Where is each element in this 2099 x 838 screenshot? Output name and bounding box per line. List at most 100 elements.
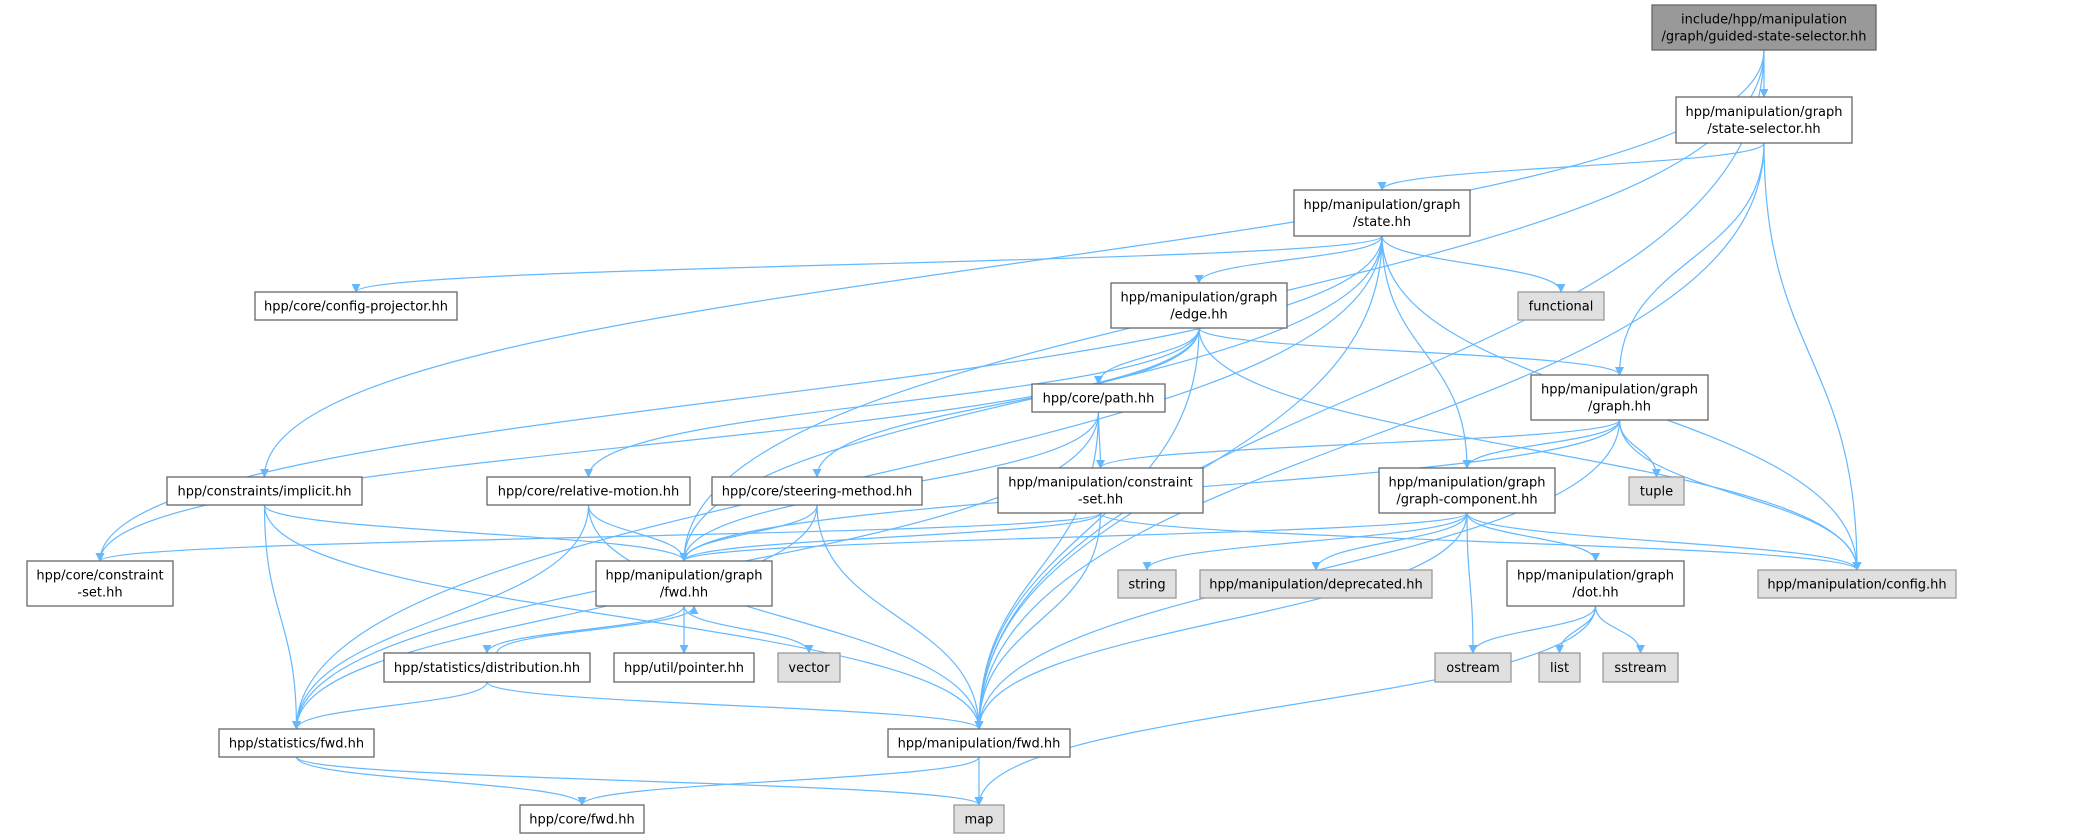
- edge-graph-fwd-to-vector: [683, 605, 814, 654]
- node-config-projector[interactable]: hpp/core/config-projector.hh: [254, 291, 458, 321]
- dependency-edge: [1618, 419, 1661, 478]
- node-box: [1293, 189, 1471, 237]
- node-graph-fwd[interactable]: hpp/manipulation/graph/fwd.hh: [595, 560, 773, 607]
- edge-graph-to-graph-component: [1462, 419, 1621, 469]
- node-label: hpp/manipulation/constraint: [1008, 476, 1192, 491]
- node-label: tuple: [1640, 485, 1673, 500]
- node-label: include/hpp/manipulation: [1681, 13, 1847, 28]
- edge-guided-to-implicit: [260, 49, 1765, 478]
- node-vector: vector: [777, 652, 841, 683]
- edge-graph-to-config: [1618, 419, 1862, 571]
- node-dot[interactable]: hpp/manipulation/graph/dot.hh: [1506, 560, 1685, 607]
- node-manip-constraint-set[interactable]: hpp/manipulation/constraint -set.hh: [997, 467, 1204, 514]
- node-string: string: [1117, 569, 1177, 599]
- dependency-edge: [1198, 327, 1862, 571]
- edge-implicit-to-graph-fwd: [263, 504, 689, 562]
- node-list: list: [1538, 652, 1581, 683]
- node-label: /state.hh: [1353, 215, 1411, 230]
- node-box: [777, 652, 841, 683]
- node-label: hpp/manipulation/graph: [605, 569, 762, 584]
- node-label: string: [1128, 578, 1165, 593]
- node-graph-component[interactable]: hpp/manipulation/graph/graph-component.h…: [1378, 467, 1556, 514]
- node-label: map: [965, 813, 994, 828]
- edge-manip-fwd-to-core-fwd: [577, 756, 980, 806]
- node-functional: functional: [1517, 291, 1605, 321]
- node-label: -set.hh: [1078, 493, 1123, 508]
- dependency-edge: [292, 681, 488, 730]
- nodes-layer: include/hpp/manipulation/graph/guided-st…: [26, 4, 1957, 834]
- dependency-edge: [974, 512, 1102, 730]
- node-box: [1378, 467, 1556, 514]
- dependency-edge: [1555, 605, 1597, 654]
- edge-state-selector-to-state: [1377, 142, 1765, 191]
- edge-state-selector-to-manip-fwd: [974, 142, 1765, 730]
- node-steering[interactable]: hpp/core/steering-method.hh: [711, 476, 923, 506]
- node-box: [1117, 569, 1177, 599]
- node-guided[interactable]: include/hpp/manipulation/graph/guided-st…: [1651, 4, 1877, 51]
- edge-edge-to-path: [1094, 327, 1200, 385]
- node-statistics-fwd[interactable]: hpp/statistics/fwd.hh: [218, 728, 375, 758]
- node-label: /edge.hh: [1170, 308, 1228, 323]
- dependency-edge: [1466, 512, 1600, 562]
- node-label: hpp/statistics/distribution.hh: [394, 661, 580, 676]
- node-box: [486, 476, 691, 506]
- edge-manip-constraint-set-to-core-constraint-set: [95, 512, 1102, 562]
- edge-edge-to-relative-motion: [584, 327, 1200, 478]
- node-manip-fwd[interactable]: hpp/manipulation/fwd.hh: [887, 728, 1071, 758]
- dependency-edge: [816, 504, 984, 730]
- node-label: sstream: [1614, 661, 1666, 676]
- dependency-edge: [1763, 142, 1862, 571]
- node-path[interactable]: hpp/core/path.hh: [1031, 383, 1166, 413]
- node-label: hpp/statistics/fwd.hh: [229, 737, 364, 752]
- node-pointer[interactable]: hpp/util/pointer.hh: [613, 652, 755, 683]
- edge-manip-constraint-set-to-graph-fwd: [679, 512, 1102, 562]
- node-label: hpp/core/path.hh: [1043, 392, 1155, 407]
- node-box: [1602, 652, 1679, 683]
- dependency-edge: [95, 512, 1102, 562]
- dependency-edge: [351, 235, 1383, 293]
- dependency-edge: [587, 504, 984, 730]
- dependency-edge: [1468, 605, 1597, 654]
- node-box: [953, 804, 1005, 834]
- node-core-constraint-set[interactable]: hpp/core/constraint-set.hh: [26, 560, 174, 607]
- dependency-edge: [974, 411, 1100, 730]
- node-box: [26, 560, 174, 607]
- node-label: hpp/util/pointer.hh: [624, 661, 744, 676]
- node-tuple: tuple: [1628, 476, 1685, 506]
- edge-statistics-fwd-to-map: [295, 756, 984, 806]
- node-state-selector[interactable]: hpp/manipulation/graph/state-selector.hh: [1675, 96, 1853, 144]
- edge-graph-component-to-config: [1466, 512, 1862, 571]
- edge-edge-to-steering: [812, 327, 1200, 478]
- node-core-fwd[interactable]: hpp/core/fwd.hh: [519, 804, 645, 834]
- node-label: hpp/manipulation/fwd.hh: [898, 737, 1061, 752]
- node-edge[interactable]: hpp/manipulation/graph/edge.hh: [1110, 282, 1288, 329]
- edge-edge-to-graph: [1198, 327, 1624, 376]
- dependency-edge: [974, 327, 1200, 730]
- edge-state-selector-to-graph: [1615, 142, 1765, 376]
- node-label: /graph-component.hh: [1396, 493, 1537, 508]
- node-label: vector: [788, 661, 830, 676]
- node-map: map: [953, 804, 1005, 834]
- dependency-edge: [295, 756, 587, 806]
- node-box: [711, 476, 923, 506]
- edge-steering-to-manip-fwd: [816, 504, 984, 730]
- node-box: [1675, 96, 1853, 144]
- node-distribution[interactable]: hpp/statistics/distribution.hh: [383, 652, 591, 683]
- node-box: [997, 467, 1204, 514]
- node-box: [1517, 291, 1605, 321]
- node-config: hpp/manipulation/config.hh: [1757, 569, 1957, 599]
- edge-steering-to-statistics-fwd: [292, 504, 818, 730]
- node-label: functional: [1529, 300, 1594, 315]
- node-implicit[interactable]: hpp/constraints/implicit.hh: [166, 476, 363, 506]
- node-label: hpp/constraints/implicit.hh: [178, 485, 352, 500]
- edge-dot-to-list: [1555, 605, 1597, 654]
- node-label: hpp/manipulation/config.hh: [1767, 578, 1946, 593]
- node-graph[interactable]: hpp/manipulation/graph/graph.hh: [1530, 374, 1709, 421]
- node-label: /graph/guided-state-selector.hh: [1661, 30, 1866, 45]
- edge-relative-motion-to-statistics-fwd: [292, 504, 590, 730]
- node-relative-motion[interactable]: hpp/core/relative-motion.hh: [486, 476, 691, 506]
- node-state[interactable]: hpp/manipulation/graph/state.hh: [1293, 189, 1471, 237]
- dependency-edge: [1381, 235, 1566, 293]
- dependency-edge: [292, 504, 818, 730]
- dependency-edge: [496, 605, 699, 654]
